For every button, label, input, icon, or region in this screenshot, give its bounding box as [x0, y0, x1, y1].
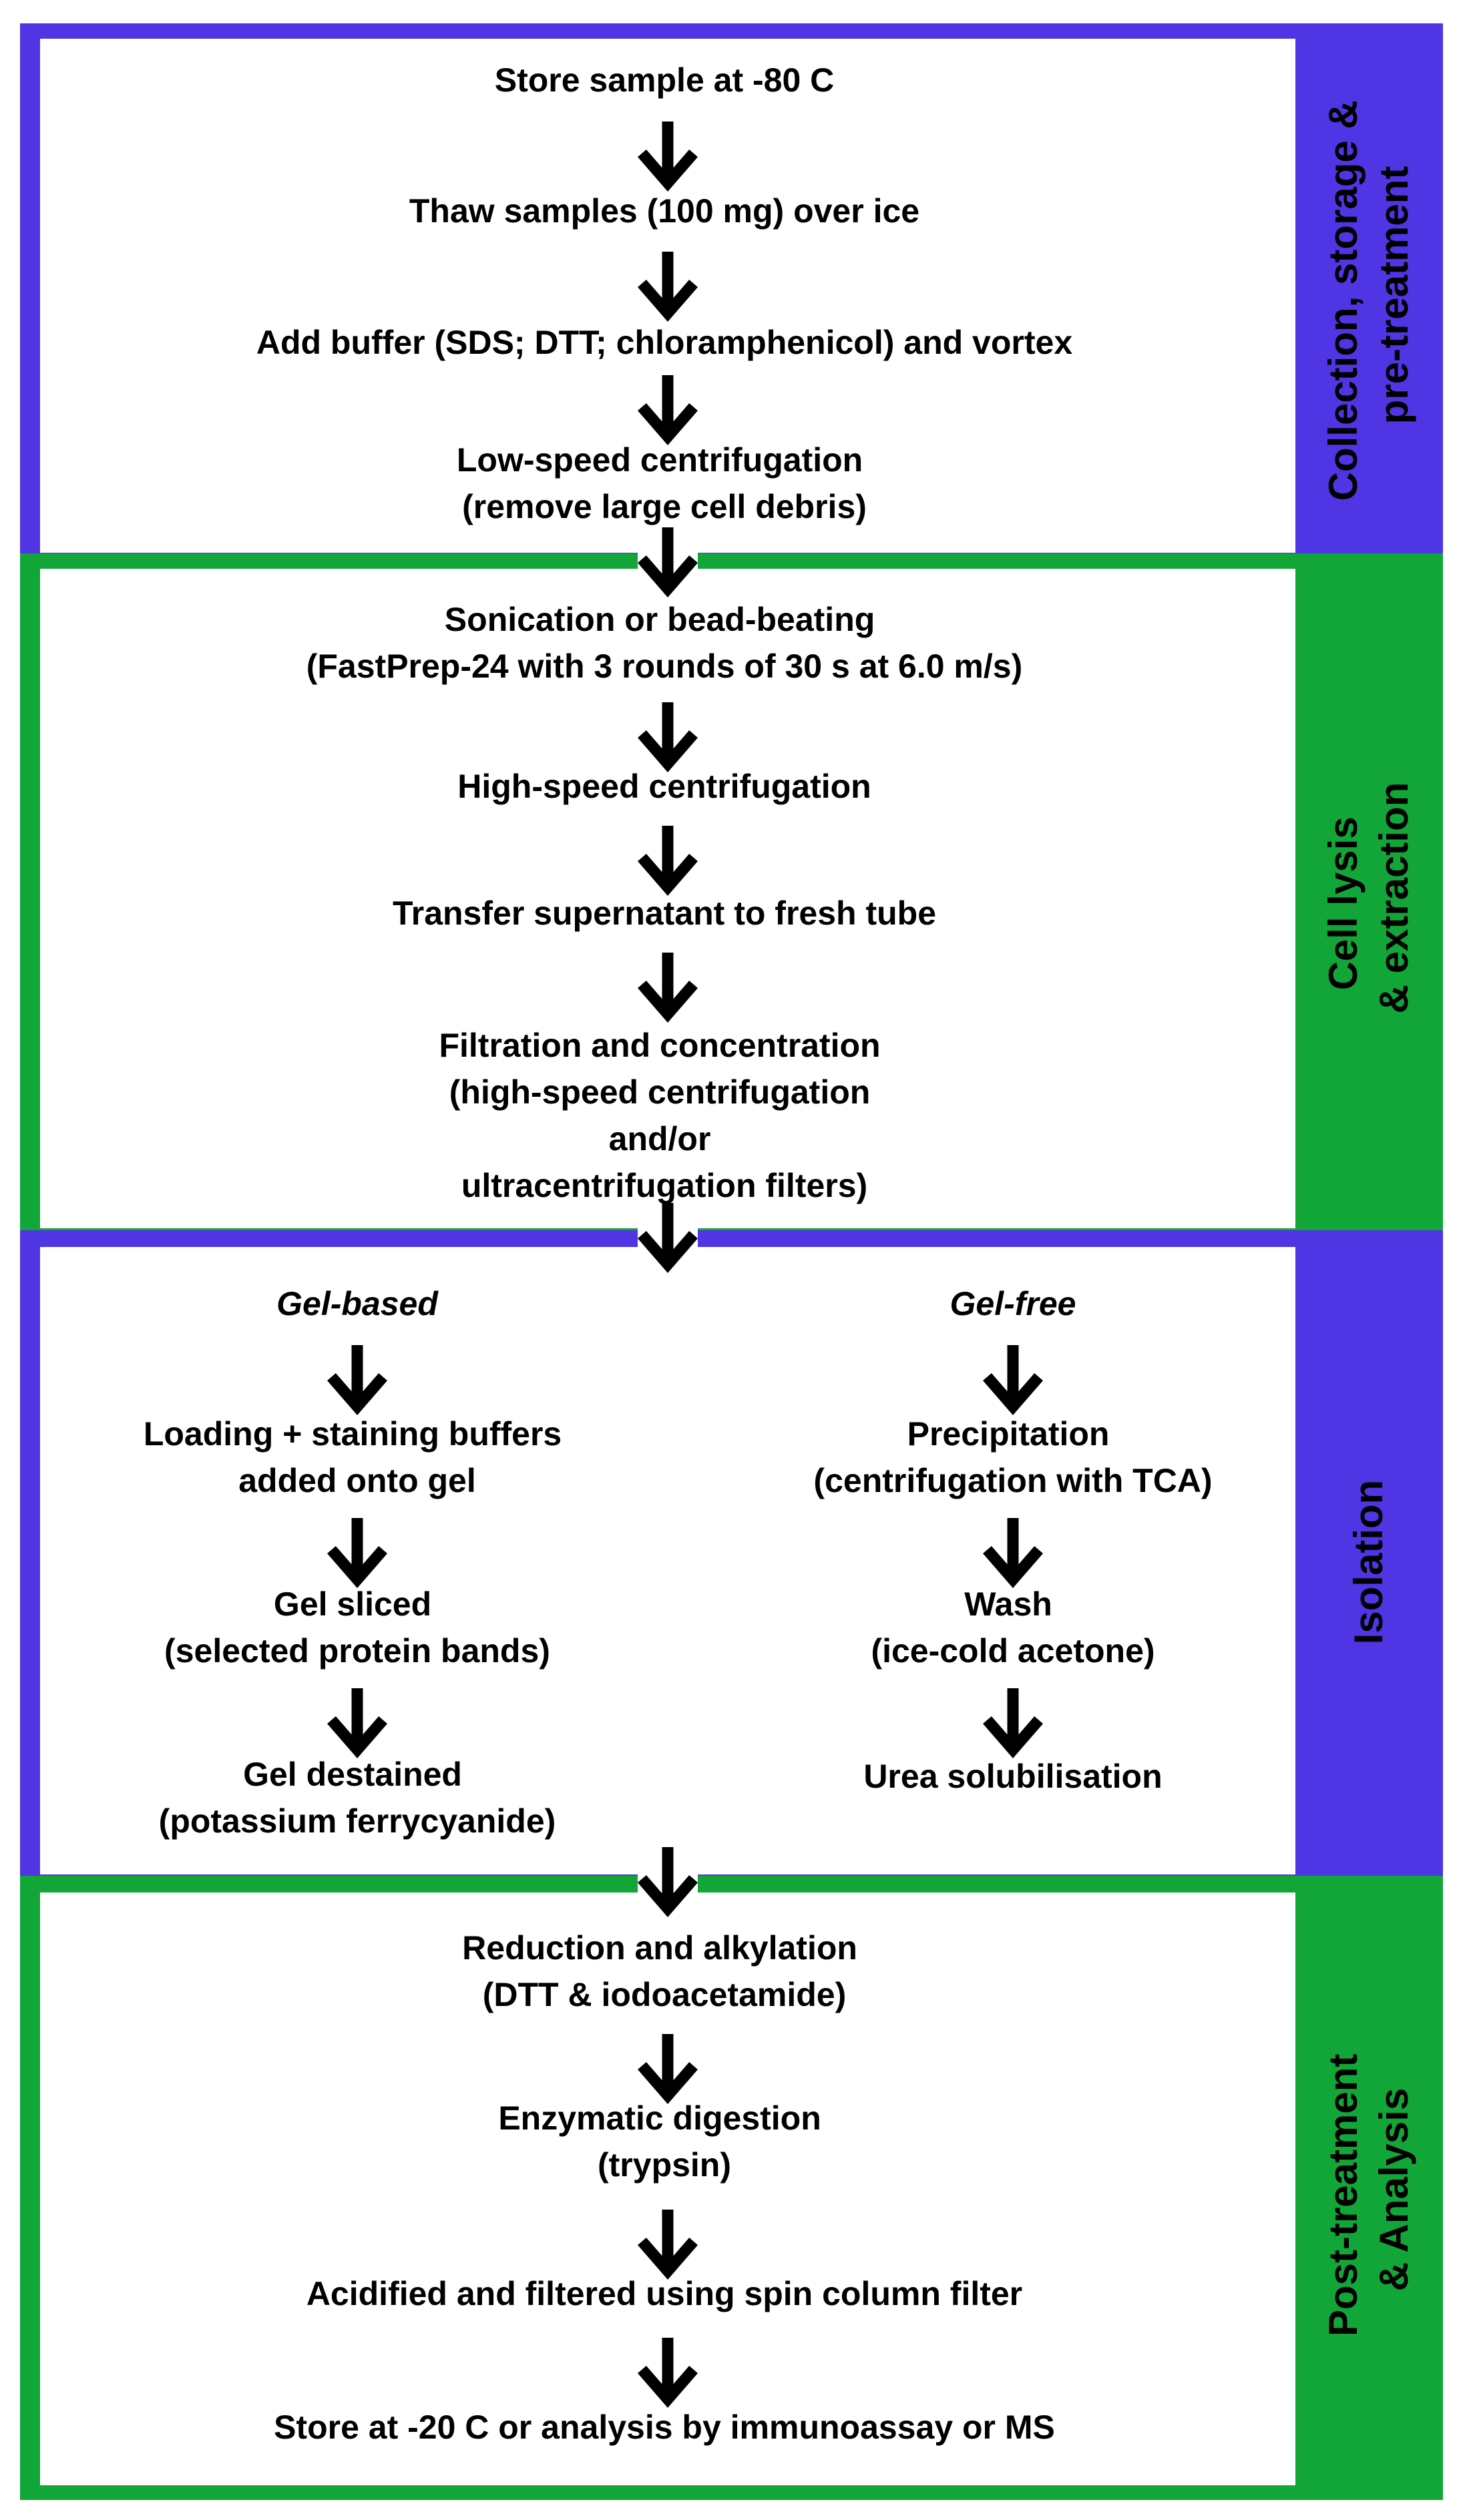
step-gel-sliced: Gel sliced (selected protein bands)	[164, 1585, 550, 1670]
section-collection: Collection, storage & pre-treatment Stor…	[20, 23, 1443, 564]
step-precipitation: Precipitation (centrifugation with TCA)	[813, 1415, 1212, 1499]
step-add-buffer: Add buffer (SDS; DTT; chloramphenicol) a…	[256, 324, 1072, 361]
step-urea-solubilisation: Urea solubilisation	[863, 1758, 1162, 1795]
branch-gel-free-heading: Gel-free	[950, 1285, 1076, 1322]
section-isolation: Isolation Gel-based Loading + staining b…	[20, 1230, 1443, 1886]
step-reduction-alkylation: Reduction and alkylation (DTT & iodoacet…	[462, 1929, 867, 2013]
step-sonication: Sonication or bead-beating (FastPrep-24 …	[306, 601, 1023, 685]
section-collection-label: Collection, storage & pre-treatment	[1321, 89, 1416, 501]
branch-gel-based-heading: Gel-based	[276, 1285, 439, 1322]
step-store-or-analysis: Store at -20 C or analysis by immunoassa…	[274, 2409, 1055, 2446]
section-lysis-label: Cell lysis & extraction	[1321, 782, 1416, 1014]
step-low-speed-centrifugation: Low-speed centrifugation (remove large c…	[457, 441, 872, 525]
step-enzymatic-digestion: Enzymatic digestion (trypsin)	[498, 2099, 830, 2184]
section-connector-2	[638, 1203, 698, 1264]
section-lysis: Cell lysis & extraction Sonication or be…	[20, 553, 1443, 1241]
section-post-treatment: Post-treatment & Analysis Reduction and …	[20, 1876, 1443, 2500]
step-transfer-supernatant: Transfer supernatant to fresh tube	[393, 895, 936, 932]
step-loading-staining: Loading + staining buffers added onto ge…	[144, 1415, 571, 1499]
section-isolation-box	[40, 1247, 1295, 1874]
section-lysis-box	[40, 569, 1295, 1228]
step-thaw-samples: Thaw samples (100 mg) over ice	[409, 192, 919, 230]
step-wash: Wash (ice-cold acetone)	[871, 1585, 1155, 1670]
step-acidified-filtered: Acidified and filtered using spin column…	[306, 2275, 1022, 2312]
section-isolation-label: Isolation	[1346, 1480, 1391, 1645]
step-gel-destained: Gel destained (potassium ferrycyanide)	[159, 1756, 556, 1840]
step-high-speed-centrifugation: High-speed centrifugation	[457, 768, 871, 805]
step-filtration-concentration: Filtration and concentration (high-speed…	[439, 1027, 889, 1204]
section-connector-3	[638, 1847, 698, 1909]
section-connector-1	[638, 527, 698, 589]
step-store-sample: Store sample at -80 C	[495, 61, 835, 99]
section-post-label: Post-treatment & Analysis	[1321, 2043, 1416, 2336]
